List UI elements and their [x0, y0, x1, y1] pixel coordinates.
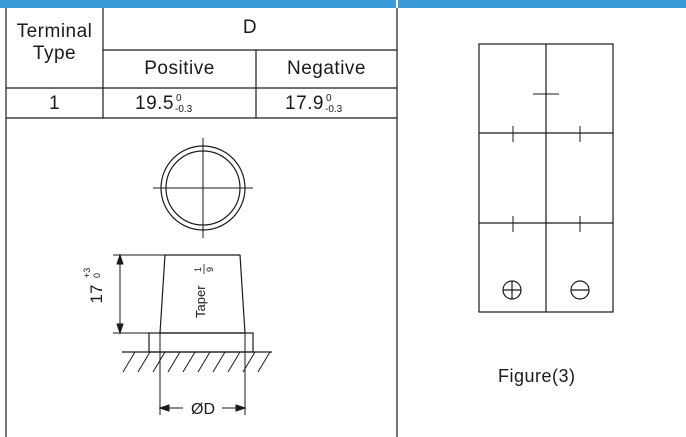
ground-hatching [122, 351, 271, 373]
taper-label: Taper [193, 285, 208, 318]
positive-header: Positive [144, 58, 215, 79]
taper-denominator: 9 [205, 267, 215, 272]
terminal-type-header-line2: Type [32, 43, 77, 64]
positive-value-cell: 19.5 0 -0.3 [135, 93, 245, 117]
positive-value: 19.5 [135, 93, 174, 114]
header-band [0, 0, 686, 8]
diameter-label: ØD [191, 401, 215, 418]
height-dimension [113, 253, 165, 335]
negative-header: Negative [287, 58, 366, 79]
header-band-left [0, 0, 396, 8]
figure-caption: Figure(3) [498, 366, 576, 386]
height-upper-tol: +3 [82, 268, 92, 278]
height-lower-tol: 0 [92, 273, 102, 278]
positive-lower-tol: -0.3 [175, 104, 193, 115]
header-band-right [398, 0, 686, 8]
terminal-side-view [113, 253, 272, 415]
table-grid [5, 8, 398, 437]
negative-lower-tol: -0.3 [325, 104, 343, 115]
d-header: D [242, 17, 258, 38]
negative-upper-tol: 0 [326, 93, 332, 104]
taper-numerator: 1 [193, 267, 203, 272]
battery-top-view [478, 43, 614, 313]
taper-label-group: Taper 1 9 [193, 264, 215, 318]
terminal-type-header: Terminal Type [6, 21, 103, 65]
height-value: 17 [87, 285, 106, 304]
negative-value: 17.9 [285, 93, 324, 114]
height-label-group: 17 +3 0 [82, 268, 106, 304]
terminal-type-value: 1 [48, 93, 61, 114]
terminal-type-header-line1: Terminal [16, 21, 93, 42]
positive-upper-tol: 0 [176, 93, 182, 104]
cell-connector-ticks [512, 82, 581, 232]
terminal-top-view-icon [153, 138, 253, 238]
diameter-dimension [158, 333, 247, 415]
negative-terminal-icon [570, 280, 590, 300]
positive-terminal-icon [502, 280, 522, 300]
negative-value-cell: 17.9 0 -0.3 [285, 93, 395, 117]
